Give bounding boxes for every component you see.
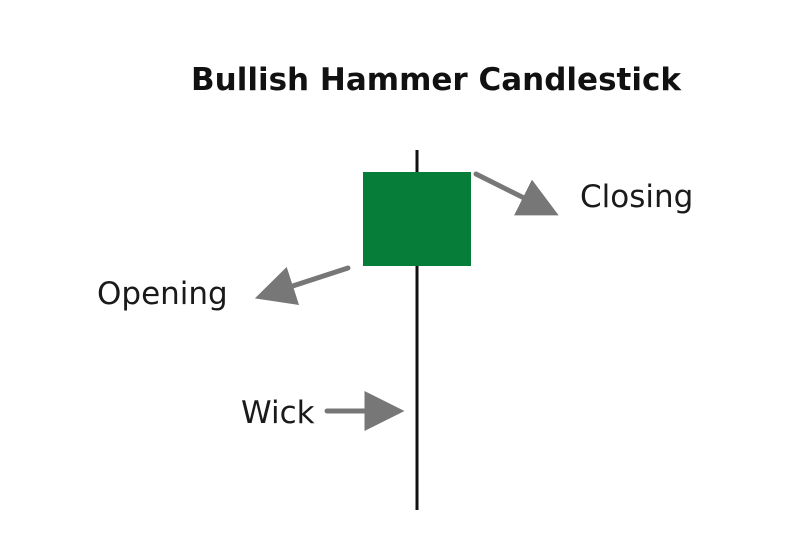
opening-label: Opening (97, 276, 228, 312)
opening-arrow (254, 265, 351, 305)
closing-arrow (473, 171, 559, 216)
candle-body (363, 172, 471, 266)
wick-label: Wick (241, 395, 315, 431)
closing-label: Closing (580, 179, 693, 215)
diagram-title: Bullish Hammer Candlestick (191, 62, 682, 98)
